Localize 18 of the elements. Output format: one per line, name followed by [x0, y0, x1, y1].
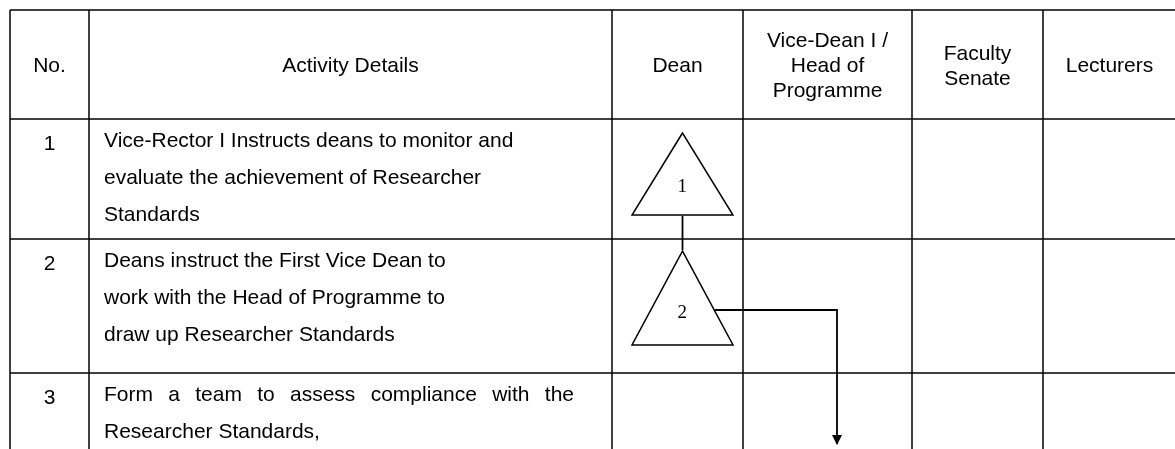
- column-header: No.: [33, 52, 66, 77]
- step-number: 2: [677, 301, 687, 322]
- column-header: Dean: [652, 52, 703, 77]
- connector-line: [681, 215, 684, 251]
- column-header: Faculty Senate: [942, 39, 1013, 90]
- arrow: [713, 309, 842, 445]
- column-header: Lecturers: [1065, 52, 1154, 77]
- row-number: 2: [42, 250, 57, 276]
- activity-text: Form a team to assess compliance with the Researcher Standards,: [104, 381, 574, 444]
- triangle-symbol: [631, 132, 734, 216]
- activity-text: Vice-Rector I Instructs deans to monitor and evaluate the achievement of Researcher Standards: [104, 127, 515, 227]
- step-number: 1: [677, 176, 687, 197]
- row-number: 3: [42, 384, 57, 410]
- row-number: 1: [42, 130, 57, 156]
- activity-text: Deans instruct the First Vice Dean to work with the Head of Programme to draw up Researcher Standards: [104, 247, 447, 347]
- triangle-symbol: [631, 250, 734, 346]
- column-header: Vice-Dean I / Head of Programme: [766, 27, 889, 102]
- column-header: Activity Details: [282, 52, 419, 77]
